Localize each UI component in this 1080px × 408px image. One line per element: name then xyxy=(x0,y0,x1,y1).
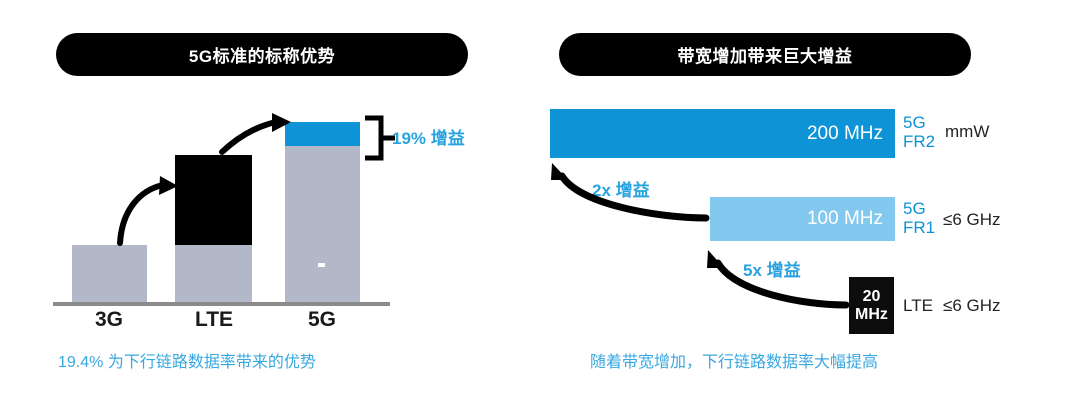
bandwidth-value-100: 100 MHz xyxy=(806,208,883,229)
bandwidth-bar-5g-fr1: 100 MHz xyxy=(710,197,895,241)
bandwidth-bar-5g-fr2: 200 MHz xyxy=(550,109,895,158)
bandwidth-bar-lte: 20 MHz xyxy=(849,277,894,334)
left-annotation-layer xyxy=(117,113,395,246)
chart-baseline-axis xyxy=(53,302,390,306)
bar-lte-increment xyxy=(175,155,252,245)
generation-label-5g-fr2-line1: 5G xyxy=(903,113,926,132)
right-panel: 带宽增加带来巨大增益 200 MHz 100 MHz 20 MHz 5G FR2… xyxy=(540,0,1080,408)
bar-3g-base xyxy=(72,245,147,303)
band-label-mmw: mmW xyxy=(945,122,990,141)
left-panel: 5G标准的标称优势 3G LTE 5G xyxy=(53,33,468,371)
gain-label-2x: 2x 增益 xyxy=(592,181,650,200)
arrow-3g-to-lte xyxy=(117,176,178,246)
band-label-lte: ≤6 GHz xyxy=(943,296,1001,315)
axis-label-3g: 3G xyxy=(94,308,123,331)
gain-label-5x: 5x 增益 xyxy=(743,261,801,280)
bandwidth-value-20-line2: MHz xyxy=(855,305,888,323)
left-panel-caption: 19.4% 为下行链路数据率带来的优势 xyxy=(58,354,316,371)
left-panel-title: 5G标准的标称优势 xyxy=(56,33,468,76)
arrow-lte-to-5g xyxy=(219,113,291,155)
gain-bracket xyxy=(365,115,395,161)
right-panel-title: 带宽增加带来巨大增益 xyxy=(559,33,971,76)
bandwidth-value-200: 200 MHz xyxy=(806,122,883,144)
nominal-advantage-bar-chart: 3G LTE 5G 19% 增益 xyxy=(53,113,465,331)
generation-label-5g-fr1-line2: FR1 xyxy=(903,217,936,237)
gain-19-percent-label: 19% 增益 xyxy=(392,129,465,148)
bar-5g-increment xyxy=(285,122,360,146)
bar-lte-base xyxy=(175,245,252,303)
axis-label-lte: LTE xyxy=(194,308,234,331)
bar-5g-base xyxy=(285,145,360,303)
band-label-fr1: ≤6 GHz xyxy=(943,210,1001,229)
generation-label-5g-fr1: 5G FR1 xyxy=(903,199,936,237)
generation-label-5g-fr2-line2: FR2 xyxy=(903,131,936,151)
generation-label-5g-fr2: 5G FR2 xyxy=(903,113,936,151)
bar-5g-tick-mark xyxy=(318,263,325,267)
bandwidth-value-20-line1: 20 xyxy=(862,288,881,306)
bandwidth-gain-chart: 200 MHz 100 MHz 20 MHz 5G FR2 5G FR1 mmW… xyxy=(540,0,1080,408)
generation-label-lte: LTE xyxy=(903,296,933,315)
axis-label-5g: 5G xyxy=(307,308,336,331)
right-panel-caption: 随着带宽增加，下行链路数据率大幅提高 xyxy=(590,354,879,371)
generation-label-5g-fr1-line1: 5G xyxy=(903,199,926,218)
